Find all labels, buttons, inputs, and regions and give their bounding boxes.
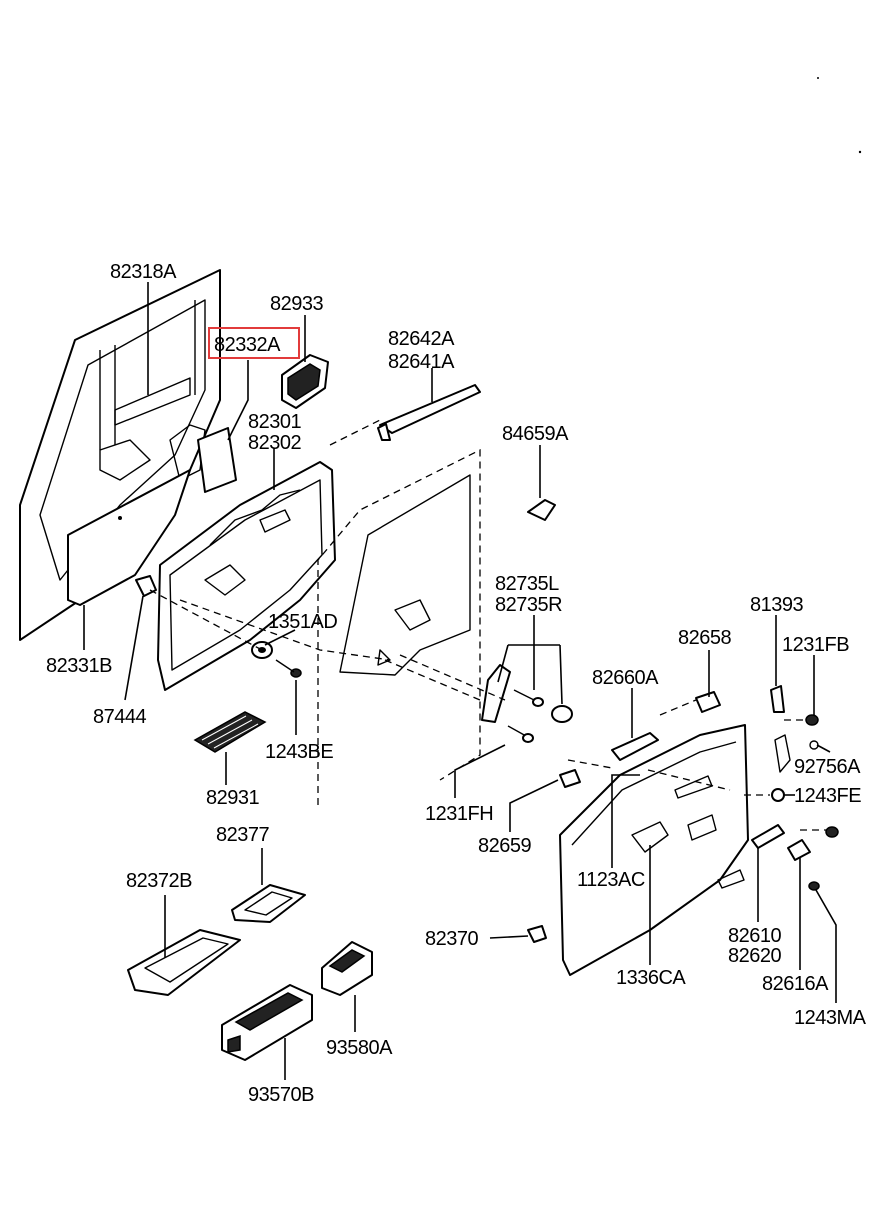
label-82372B: 82372B xyxy=(126,870,192,892)
label-82660A: 82660A xyxy=(592,667,659,689)
dashed-lines xyxy=(149,419,826,831)
bezel-82372B xyxy=(127,929,241,996)
screw-1243BE xyxy=(275,659,302,678)
clip-1243FE xyxy=(771,788,785,802)
pin-81393 xyxy=(770,685,785,713)
label-82377: 82377 xyxy=(216,824,269,846)
label-84659A: 84659A xyxy=(502,423,569,445)
label-1231FB: 1231FB xyxy=(782,634,849,656)
screw-1231FH xyxy=(507,725,534,743)
switch-93570B xyxy=(221,984,313,1061)
screw-right-mid xyxy=(825,826,839,838)
part-labels: 82318A 82933 82332A 82642A 82641A 82301 … xyxy=(46,261,867,1106)
stray-dot-1 xyxy=(817,77,819,79)
label-82933: 82933 xyxy=(270,293,323,315)
panel-82331B xyxy=(67,469,191,606)
label-82332A: 82332A xyxy=(214,334,281,356)
bracket-82610 xyxy=(751,824,785,849)
label-82370: 82370 xyxy=(425,928,478,950)
clip-82659 xyxy=(559,769,581,788)
label-1336CA: 1336CA xyxy=(616,967,686,989)
leader-lines xyxy=(83,282,837,1080)
label-82301: 82301 xyxy=(248,411,301,433)
door-panel-outline xyxy=(317,448,481,805)
screw-82735-a xyxy=(513,689,544,707)
clip-84659A xyxy=(527,499,556,521)
label-82616A: 82616A xyxy=(762,973,829,995)
label-1351AD: 1351AD xyxy=(268,611,337,633)
label-1243BE: 1243BE xyxy=(265,741,333,763)
door-panel-right xyxy=(559,724,749,976)
screw-1243MA xyxy=(808,881,820,891)
label-82318A: 82318A xyxy=(110,261,177,283)
label-81393: 81393 xyxy=(750,594,803,616)
door-trim-82301 xyxy=(157,461,336,691)
speaker-grille-82931 xyxy=(193,711,267,753)
cup-82616A xyxy=(787,839,811,861)
lever-82735L xyxy=(481,664,511,723)
clip-82370 xyxy=(527,925,547,943)
label-82642A: 82642A xyxy=(388,328,455,350)
screw-1231FB xyxy=(805,714,819,726)
bezel-82377 xyxy=(231,884,306,923)
cap-82735R xyxy=(551,705,573,723)
label-82610: 82610 xyxy=(728,925,781,947)
switch-93580A xyxy=(321,941,373,996)
label-92756A: 92756A xyxy=(794,756,861,778)
label-1243FE: 1243FE xyxy=(794,785,861,807)
label-82659: 82659 xyxy=(478,835,531,857)
switch-82933 xyxy=(281,354,329,409)
label-82735L: 82735L xyxy=(495,573,559,595)
label-82302: 82302 xyxy=(248,432,301,454)
label-82331B: 82331B xyxy=(46,655,112,677)
clip-87444 xyxy=(135,575,157,597)
label-93580A: 93580A xyxy=(326,1037,393,1059)
label-82735R: 82735R xyxy=(495,594,562,616)
highlight-box-82332A xyxy=(208,327,300,359)
label-82658: 82658 xyxy=(678,627,731,649)
pad-82332A xyxy=(197,427,237,493)
label-1231FH: 1231FH xyxy=(425,803,493,825)
label-82931: 82931 xyxy=(206,787,259,809)
rail-82642A xyxy=(377,384,481,441)
label-93570B: 93570B xyxy=(248,1084,314,1106)
label-87444: 87444 xyxy=(93,706,146,728)
label-82641A: 82641A xyxy=(388,351,455,373)
washer-1351AD xyxy=(251,641,273,659)
label-1123AC: 1123AC xyxy=(577,869,645,891)
stray-dot-2 xyxy=(858,150,862,154)
clip-82658 xyxy=(695,691,721,713)
label-1243MA: 1243MA xyxy=(794,1007,867,1029)
label-82620: 82620 xyxy=(728,945,781,967)
